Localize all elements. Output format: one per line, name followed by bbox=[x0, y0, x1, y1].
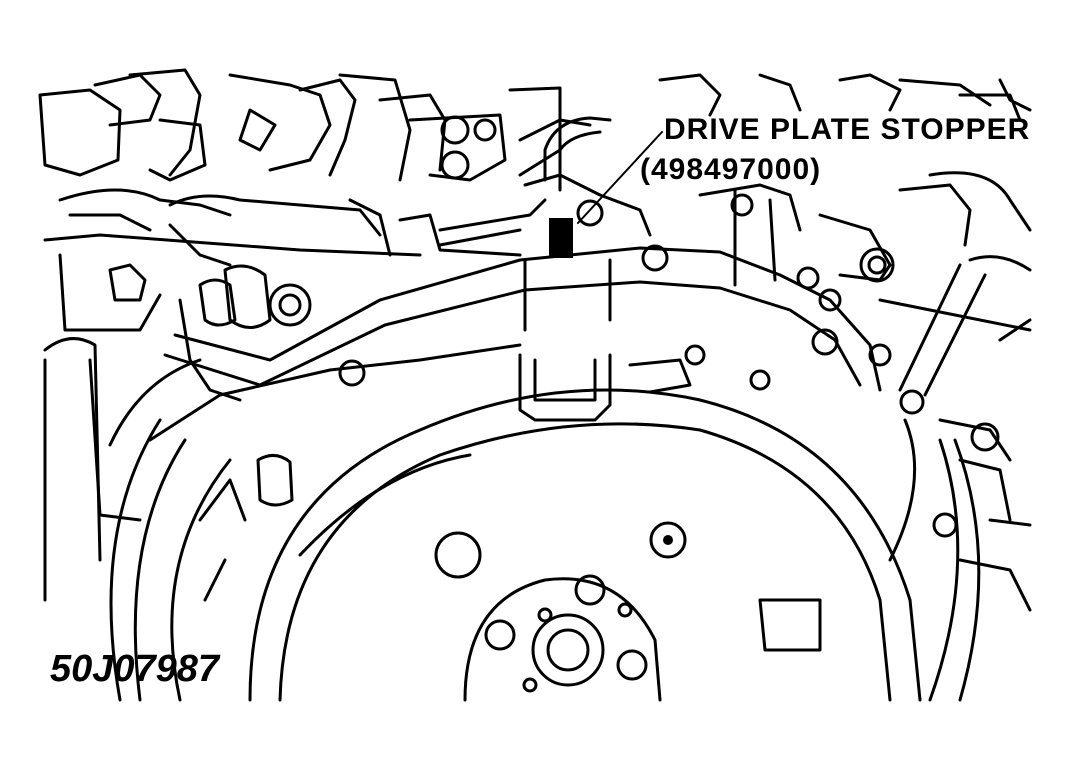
drive-plate-stopper-tool bbox=[438, 116, 652, 422]
callout-part-number: (498497000) bbox=[640, 153, 822, 186]
drive-plate bbox=[248, 388, 922, 702]
engine-background-right bbox=[658, 73, 1032, 612]
engine-background bbox=[38, 68, 592, 602]
callout-leader-line bbox=[577, 131, 663, 224]
callout-label: DRIVE PLATE STOPPER bbox=[664, 113, 1031, 146]
figure-id: 50J07987 bbox=[50, 648, 220, 690]
transmission-adapter-plate bbox=[108, 244, 981, 702]
